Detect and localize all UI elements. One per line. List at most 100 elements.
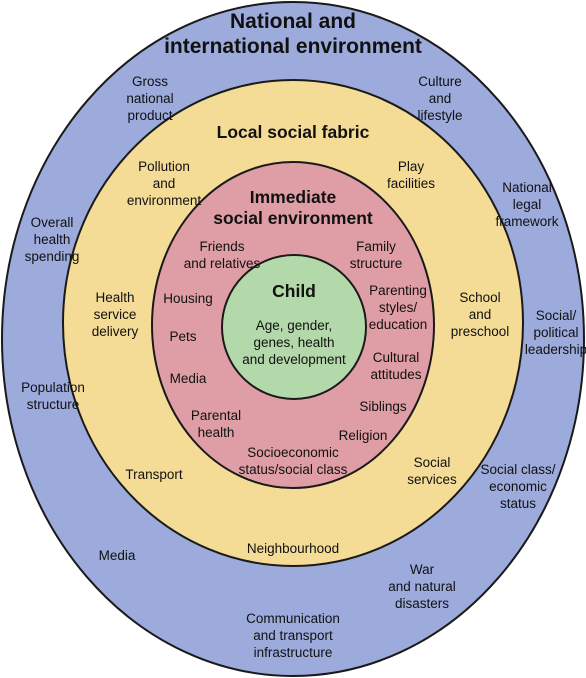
child-title: Child bbox=[272, 281, 316, 301]
immediate-factor-cultural-attitudes: Cultural attitudes bbox=[370, 350, 421, 382]
immediate-factor-family-structure: Family structure bbox=[350, 239, 403, 271]
local-factor-pollution-and-environment-line: Pollution bbox=[138, 159, 190, 174]
local-factor-social-services-line: services bbox=[407, 472, 457, 487]
national-factor-war-and-natural-disasters-line: War bbox=[410, 562, 435, 577]
immediate-factor-friends-and-relatives-line: and relatives bbox=[184, 256, 261, 271]
local-factor-school-and-preschool-line: and bbox=[469, 307, 492, 322]
immediate-factor-cultural-attitudes-line: attitudes bbox=[370, 367, 421, 382]
national-factor-overall-health-spending-line: spending bbox=[25, 249, 80, 264]
national-factor-overall-health-spending-line: health bbox=[34, 232, 71, 247]
immediate-factor-socioeconomic-status-social-class-line: status/social class bbox=[239, 462, 348, 477]
national-factor-communication-and-transport-infrastructure-line: and transport bbox=[253, 628, 333, 643]
national-factor-social-political-leadership-line: political bbox=[533, 325, 578, 340]
immediate-factor-parenting-styles-education-line: education bbox=[369, 317, 428, 332]
national-environment-title-line: international environment bbox=[164, 35, 422, 58]
immediate-social-environment-title-line: Immediate bbox=[250, 187, 337, 207]
national-factor-gross-national-product-line: Gross bbox=[132, 74, 168, 89]
immediate-factor-socioeconomic-status-social-class-line: Socioeconomic bbox=[247, 445, 339, 460]
national-factor-gross-national-product-line: product bbox=[127, 108, 172, 123]
local-factor-health-service-delivery: Health service delivery bbox=[92, 290, 139, 339]
immediate-factor-friends-and-relatives-line: Friends bbox=[199, 239, 244, 254]
national-factor-culture-and-lifestyle-line: and bbox=[429, 91, 452, 106]
national-factor-social-political-leadership: Social/political leadership bbox=[525, 308, 586, 357]
immediate-factor-parenting-styles-education-line: styles/ bbox=[379, 300, 418, 315]
local-factor-pollution-and-environment-line: and bbox=[153, 176, 176, 191]
national-factor-social-class-economic-status-line: Social class/ bbox=[480, 462, 555, 477]
immediate-factor-friends-and-relatives: Friends and relatives bbox=[184, 239, 261, 271]
national-factor-population-structure-line: structure bbox=[27, 397, 80, 412]
immediate-factor-religion-line: Religion bbox=[339, 428, 388, 443]
immediate-factor-cultural-attitudes-line: Cultural bbox=[373, 350, 420, 365]
child-core-circle bbox=[221, 254, 367, 400]
local-factor-play-facilities: Play facilities bbox=[387, 159, 435, 191]
immediate-factor-pets: Pets bbox=[169, 329, 196, 344]
local-social-fabric-title-line: Local social fabric bbox=[217, 122, 370, 142]
child-factor-age-gender-genes-health-and-development-line: and development bbox=[242, 352, 346, 367]
immediate-factor-parenting-styles-education: Parenting styles/education bbox=[369, 283, 428, 332]
national-factor-culture-and-lifestyle-line: lifestyle bbox=[417, 108, 462, 123]
child-factor-age-gender-genes-health-and-development: Age, gender, genes, health and development bbox=[242, 318, 346, 367]
local-factor-transport-line: Transport bbox=[125, 467, 183, 482]
local-factor-health-service-delivery-line: service bbox=[94, 307, 137, 322]
national-factor-population-structure: Population structure bbox=[21, 380, 85, 412]
national-factor-overall-health-spending: Overall health spending bbox=[25, 215, 80, 264]
local-factor-social-services-line: Social bbox=[414, 455, 451, 470]
local-factor-school-and-preschool-line: preschool bbox=[451, 324, 510, 339]
national-factor-national-legal-framework-line: legal bbox=[513, 197, 542, 212]
child-title-line: Child bbox=[272, 281, 316, 301]
national-factor-national-legal-framework-line: framework bbox=[495, 214, 558, 229]
local-factor-transport: Transport bbox=[125, 467, 183, 482]
national-factor-overall-health-spending-line: Overall bbox=[31, 215, 74, 230]
immediate-factor-religion: Religion bbox=[339, 428, 388, 443]
immediate-social-environment-title-line: social environment bbox=[213, 208, 373, 228]
immediate-factor-family-structure-line: Family bbox=[356, 239, 396, 254]
immediate-factor-housing-line: Housing bbox=[163, 291, 213, 306]
national-factor-social-political-leadership-line: leadership bbox=[525, 342, 586, 357]
national-factor-social-class-economic-status-line: economic bbox=[489, 479, 547, 494]
national-factor-media-line: Media bbox=[99, 548, 136, 563]
local-factor-school-and-preschool: School and preschool bbox=[451, 290, 510, 339]
immediate-factor-siblings-line: Siblings bbox=[359, 399, 407, 414]
immediate-factor-parental-health-line: Parental bbox=[191, 408, 241, 423]
immediate-factor-housing: Housing bbox=[163, 291, 213, 306]
local-social-fabric-title: Local social fabric bbox=[217, 122, 370, 142]
national-factor-communication-and-transport-infrastructure: Communication and transport infrastructure bbox=[246, 611, 340, 660]
immediate-factor-family-structure-line: structure bbox=[350, 256, 403, 271]
national-factor-war-and-natural-disasters-line: disasters bbox=[395, 596, 449, 611]
local-factor-pollution-and-environment: Pollution and environment bbox=[127, 159, 202, 208]
national-factor-culture-and-lifestyle-line: Culture bbox=[418, 74, 462, 89]
national-factor-population-structure-line: Population bbox=[21, 380, 85, 395]
national-factor-communication-and-transport-infrastructure-line: Communication bbox=[246, 611, 340, 626]
local-factor-neighbourhood: Neighbourhood bbox=[247, 541, 339, 556]
national-factor-culture-and-lifestyle: Culture and lifestyle bbox=[417, 74, 462, 123]
child-factor-age-gender-genes-health-and-development-line: genes, health bbox=[253, 335, 334, 350]
national-environment-title-line: National and bbox=[230, 10, 356, 33]
national-factor-war-and-natural-disasters: War and natural disasters bbox=[388, 562, 456, 611]
local-factor-neighbourhood-line: Neighbourhood bbox=[247, 541, 339, 556]
local-factor-health-service-delivery-line: delivery bbox=[92, 324, 139, 339]
local-factor-pollution-and-environment-line: environment bbox=[127, 193, 202, 208]
national-factor-social-class-economic-status: Social class/economic status bbox=[480, 462, 555, 511]
local-factor-health-service-delivery-line: Health bbox=[95, 290, 134, 305]
local-factor-school-and-preschool-line: School bbox=[459, 290, 500, 305]
immediate-factor-media: Media bbox=[170, 371, 207, 386]
immediate-factor-socioeconomic-status-social-class: Socioeconomic status/social class bbox=[239, 445, 348, 477]
national-factor-communication-and-transport-infrastructure-line: infrastructure bbox=[254, 645, 333, 660]
immediate-factor-parenting-styles-education-line: Parenting bbox=[369, 283, 427, 298]
local-factor-play-facilities-line: facilities bbox=[387, 176, 435, 191]
national-factor-social-class-economic-status-line: status bbox=[500, 496, 536, 511]
national-factor-social-political-leadership-line: Social/ bbox=[536, 308, 577, 323]
immediate-factor-media-line: Media bbox=[170, 371, 207, 386]
child-factor-age-gender-genes-health-and-development-line: Age, gender, bbox=[256, 318, 333, 333]
national-factor-media: Media bbox=[99, 548, 136, 563]
local-factor-play-facilities-line: Play bbox=[398, 159, 425, 174]
local-factor-social-services: Social services bbox=[407, 455, 457, 487]
national-factor-war-and-natural-disasters-line: and natural bbox=[388, 579, 456, 594]
